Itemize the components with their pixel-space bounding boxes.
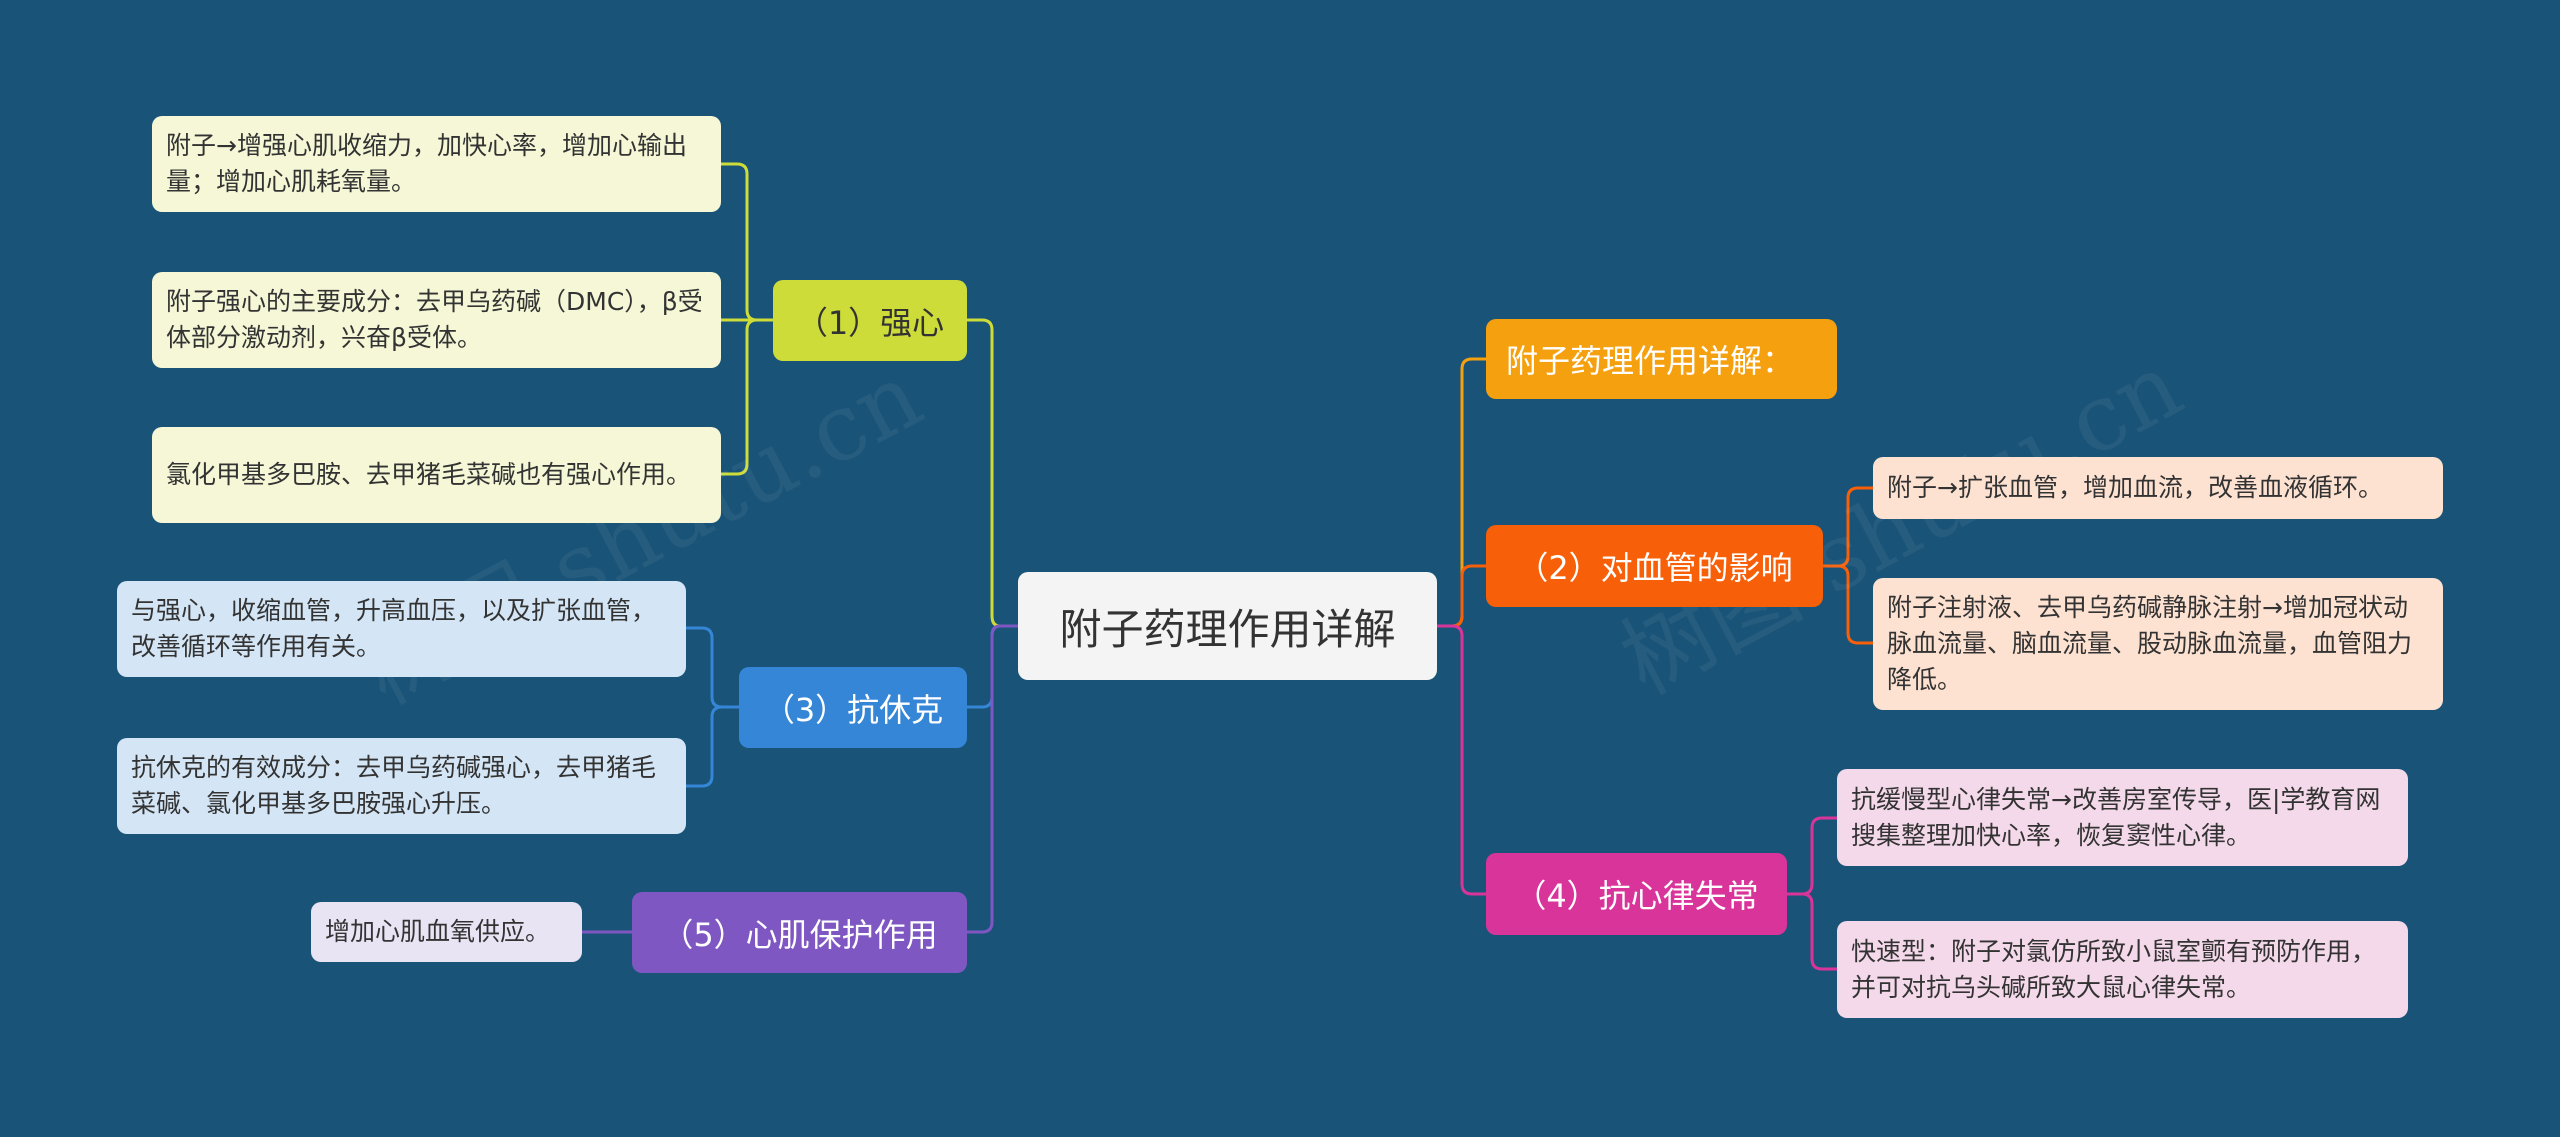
root-topic[interactable]: 附子药理作用详解 — [1018, 572, 1437, 680]
branch-summary[interactable]: 附子药理作用详解： — [1486, 319, 1837, 399]
link-b4-l2 — [1787, 892, 1837, 971]
leaf-anti-shock-2[interactable]: 抗休克的有效成分：去甲乌药碱强心，去甲猪毛菜碱、氯化甲基多巴胺强心升压。 — [117, 738, 686, 834]
leaf-antiarrhythmic-1[interactable]: 抗缓慢型心律失常→改善房室传导，医|学教育网搜集整理加快心率，恢复窦性心律。 — [1837, 769, 2408, 866]
leaf-myocardial-1[interactable]: 增加心肌血氧供应。 — [311, 902, 582, 962]
leaf-vascular-1[interactable]: 附子→扩张血管，增加血流，改善血液循环。 — [1873, 457, 2443, 519]
link-b1-l1 — [721, 162, 773, 322]
branch-vascular-effects[interactable]: （2）对血管的影响 — [1486, 525, 1823, 607]
leaf-cardiotonic-1[interactable]: 附子→增强心肌收缩力，加快心率，增加心输出量；增加心肌耗氧量。 — [152, 116, 721, 212]
leaf-anti-shock-1[interactable]: 与强心，收缩血管，升高血压，以及扩张血管，改善循环等作用有关。 — [117, 581, 686, 677]
link-root-b1 — [967, 318, 1018, 628]
link-root-b5 — [967, 624, 1018, 934]
link-b3-l2 — [686, 705, 739, 788]
leaf-antiarrhythmic-2[interactable]: 快速型：附子对氯仿所致小鼠室颤有预防作用，并可对抗乌头碱所致大鼠心律失常。 — [1837, 921, 2408, 1018]
leaf-cardiotonic-2[interactable]: 附子强心的主要成分：去甲乌药碱（DMC），β受体部分激动剂，兴奋β受体。 — [152, 272, 721, 368]
leaf-vascular-2[interactable]: 附子注射液、去甲乌药碱静脉注射→增加冠状动脉血流量、脑血流量、股动脉血流量，血管… — [1873, 578, 2443, 710]
branch-myocardial-protection[interactable]: （5）心肌保护作用 — [632, 892, 967, 973]
link-root-b2 — [1437, 564, 1486, 628]
link-b3-l1 — [686, 626, 739, 709]
branch-antiarrhythmic[interactable]: （4）抗心律失常 — [1486, 853, 1787, 935]
branch-cardiotonic[interactable]: （1）强心 — [773, 280, 967, 361]
link-b2-l2 — [1823, 564, 1873, 645]
branch-anti-shock[interactable]: （3）抗休克 — [739, 667, 967, 748]
link-root-b4 — [1437, 624, 1486, 896]
link-b4-l1 — [1787, 816, 1837, 896]
leaf-cardiotonic-3[interactable]: 氯化甲基多巴胺、去甲猪毛菜碱也有强心作用。 — [152, 427, 721, 523]
link-b1-l3 — [721, 318, 773, 476]
